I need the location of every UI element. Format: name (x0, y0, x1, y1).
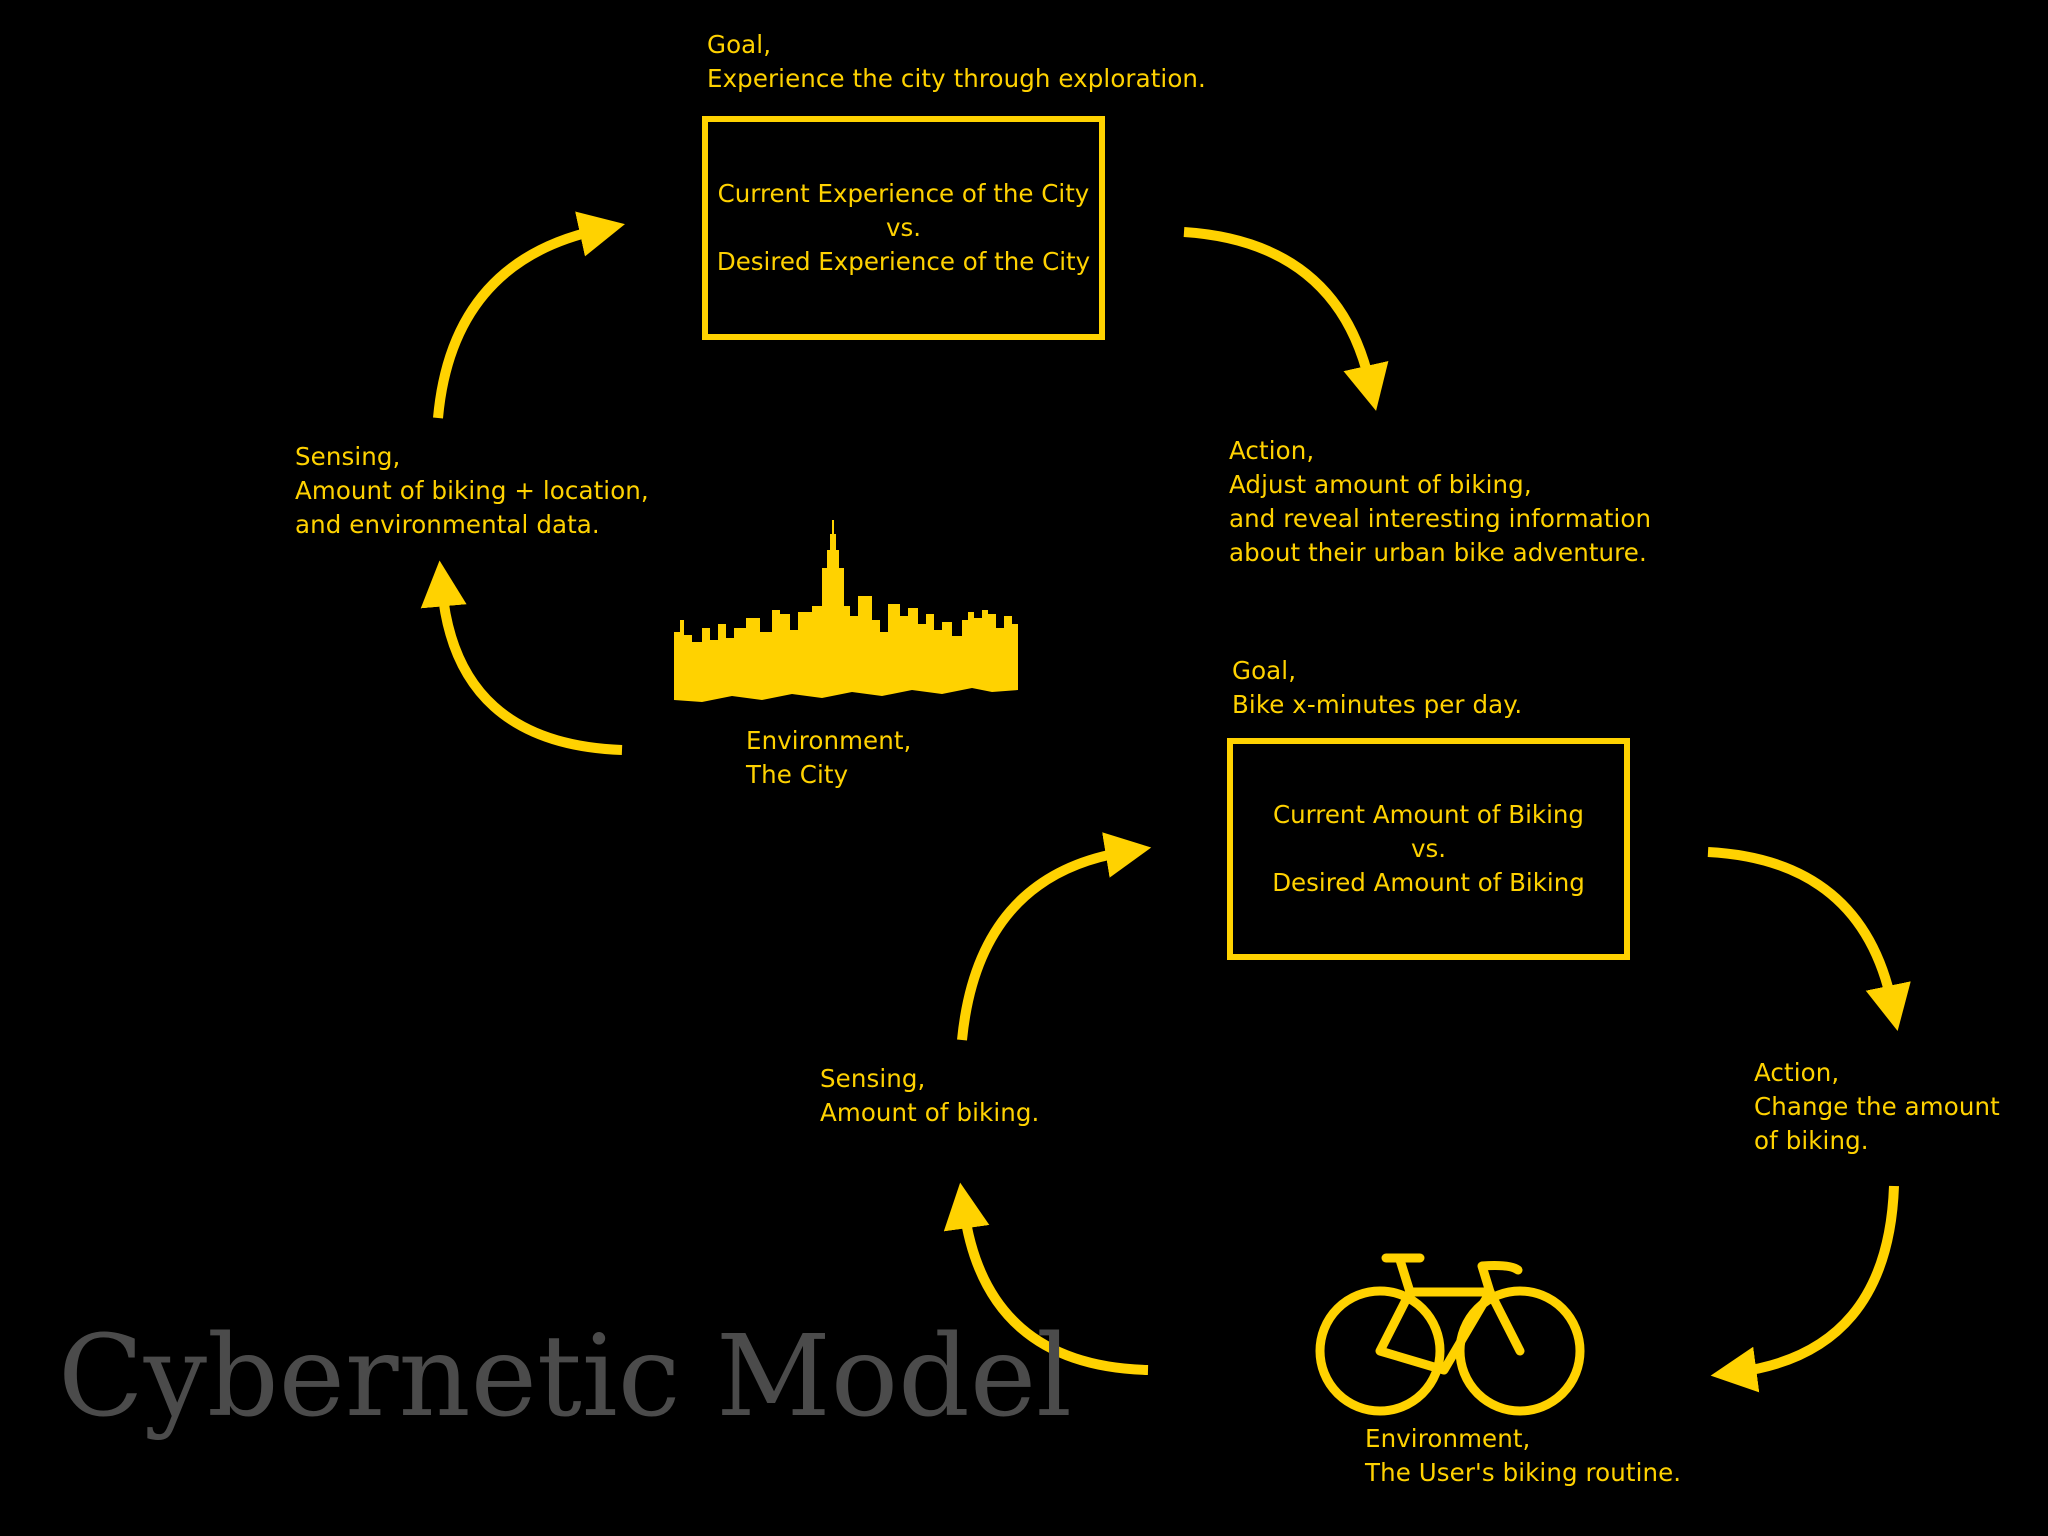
city-environment-label: Environment, The City (746, 726, 912, 789)
biking-comparison-box: Current Amount of Biking vs. Desired Amo… (1227, 738, 1630, 960)
city-sensing-label: Sensing, Amount of biking + location, an… (295, 442, 649, 539)
biking-action-label: Action, Change the amount of biking. (1754, 1058, 2000, 1155)
bicycle-icon (1315, 1253, 1585, 1416)
biking-sensing-label: Sensing, Amount of biking. (820, 1064, 1040, 1127)
arrow-environment-to-sensing-biking (943, 1182, 1149, 1375)
arrow-goal-to-action-city (1183, 227, 1389, 411)
arrow-environment-to-sensing-city (420, 560, 623, 755)
biking-comparison-text: Current Amount of Biking vs. Desired Amo… (1272, 800, 1585, 897)
city-action-label: Action, Adjust amount of biking, and rev… (1229, 436, 1652, 567)
arrow-sensing-to-goal-city (433, 211, 625, 419)
slide-title: Cybernetic Model (58, 1312, 1072, 1442)
city-skyline-icon (674, 520, 1018, 702)
city-comparison-box: Current Experience of the City vs. Desir… (702, 116, 1105, 340)
arrow-sensing-to-goal-biking (957, 832, 1152, 1041)
arrow-goal-to-action-biking (1707, 847, 1911, 1032)
biking-goal-label: Goal, Bike x-minutes per day. (1232, 656, 1523, 719)
city-goal-label: Goal, Experience the city through explor… (707, 30, 1206, 93)
biking-environment-label: Environment, The User's biking routine. (1365, 1424, 1682, 1487)
arrow-action-to-environment-biking (1710, 1185, 1899, 1393)
city-comparison-text: Current Experience of the City vs. Desir… (716, 179, 1091, 276)
